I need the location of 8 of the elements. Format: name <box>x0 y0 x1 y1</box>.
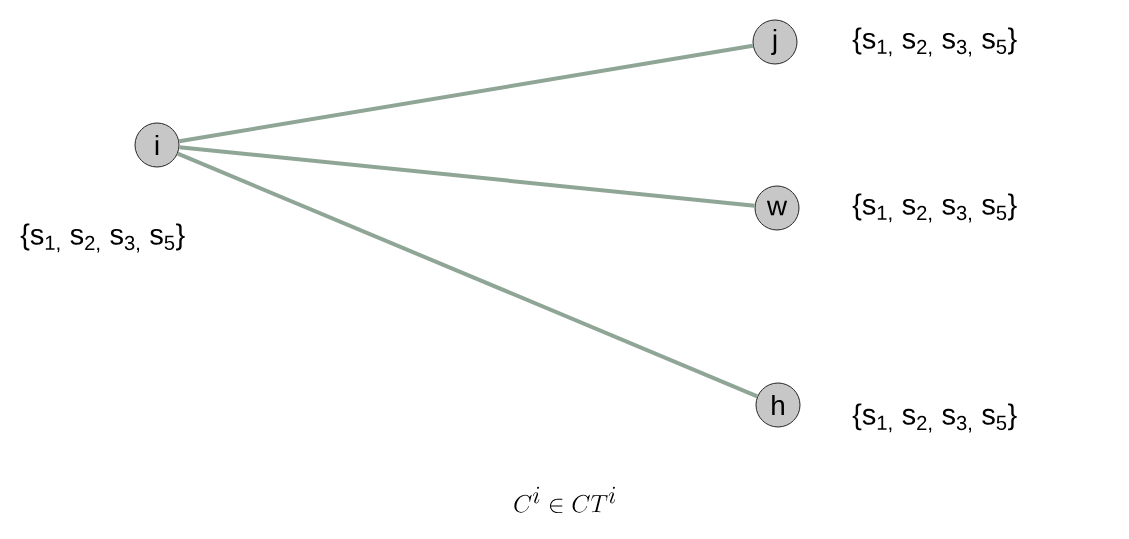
set-label: {s$_{1,}$ s$_{2,}$ s$_{3,}$ s$_{5}$} <box>852 27 1017 57</box>
edge-line <box>179 145 755 208</box>
edge-line <box>177 151 759 399</box>
edge-line <box>178 43 754 144</box>
set-label: {s$_{1,}$ s$_{2,}$ s$_{3,}$ s$_{5}$} <box>852 403 1017 433</box>
set-label: {s$_{1,}$ s$_{2,}$ s$_{3,}$ s$_{5}$} <box>852 193 1017 223</box>
caption-formula: $C^{i} \in CT^{i}$ <box>514 486 616 514</box>
set-label: {s$_{1,}$ s$_{2,}$ s$_{3,}$ s$_{5}$} <box>20 223 185 253</box>
